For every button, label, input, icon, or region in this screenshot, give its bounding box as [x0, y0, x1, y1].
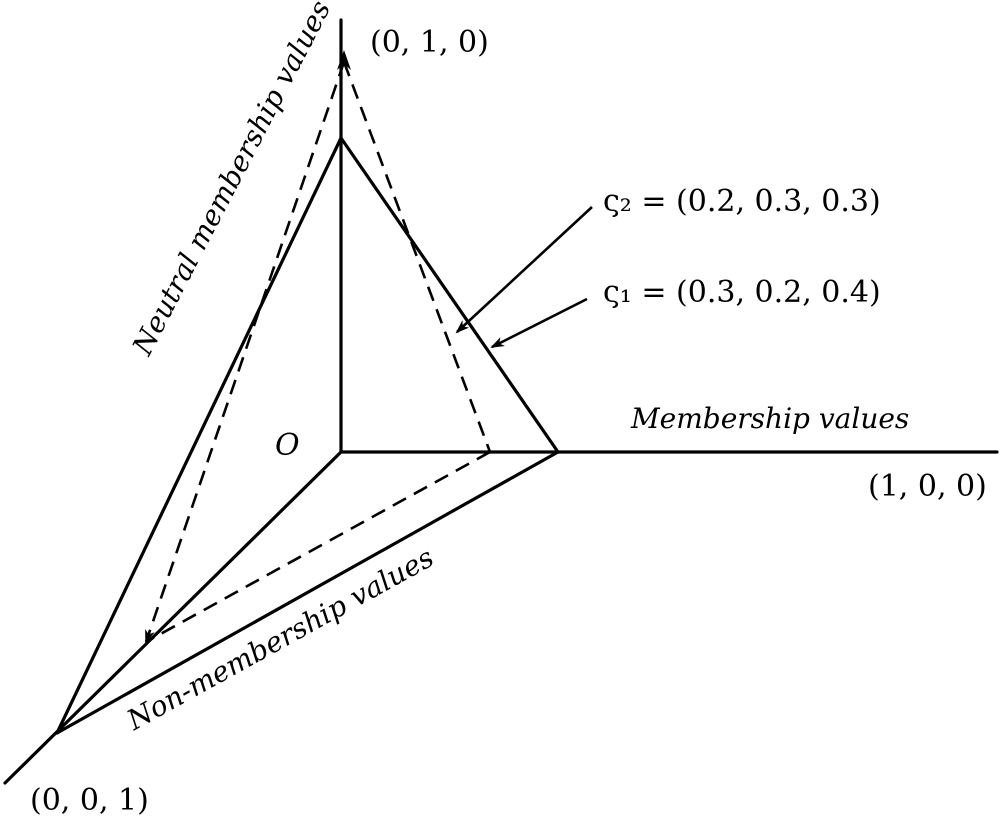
non-membership-axis-label: Non-membership values: [121, 541, 440, 738]
neutral-axis-endpoint-label: (0, 1, 0): [370, 25, 489, 60]
pointer-arrow-s1: [490, 297, 588, 349]
s1-point-label: ς₁ = (0.3, 0.2, 0.4): [603, 275, 881, 310]
solid-edge-top-left: [55, 136, 343, 735]
pointer-arrow-s2: [455, 206, 593, 334]
origin-label: O: [275, 428, 300, 463]
s2-point-label: ς₂ = (0.2, 0.3, 0.3): [603, 184, 881, 219]
neutral-axis-arrowhead: [337, 50, 351, 70]
membership-axis-endpoint-label: (1, 0, 0): [868, 469, 987, 504]
membership-axis-label: Membership values: [630, 402, 909, 435]
neutral-axis-label: Neutral membership values: [125, 0, 337, 361]
non-membership-axis-endpoint-label: (0, 0, 1): [30, 783, 149, 818]
dashed-edge-top-left: [144, 61, 346, 644]
dashed-edge-top-right: [342, 61, 492, 453]
solid-edge-top-right: [339, 136, 560, 454]
dashed-edge-bottom: [145, 450, 491, 644]
solid-edge-bottom: [55, 450, 560, 735]
